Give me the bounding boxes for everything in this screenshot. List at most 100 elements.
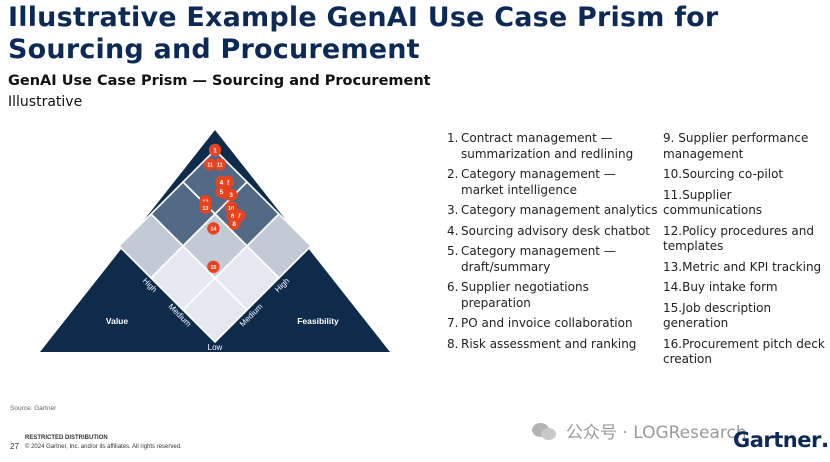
gartner-logo: Gartner.	[733, 428, 829, 453]
marker-label: 11	[217, 163, 223, 169]
list-item-label: Buy intake form	[682, 280, 778, 294]
marker-dot	[228, 217, 241, 230]
source-note: Source: Gartner	[10, 405, 57, 412]
prism-markers: 11111249351076812131415	[199, 143, 246, 273]
list-item-number: 16.	[663, 336, 683, 351]
restricted-label: RESTRICTED DISTRIBUTION	[25, 435, 108, 441]
use-case-marker: 13	[199, 201, 212, 214]
feasibility-axis-label: Feasibility	[297, 316, 339, 326]
gartner-logo-text: Gartner	[733, 428, 821, 452]
use-case-marker: 11	[213, 158, 226, 171]
list-item-number: 5.	[447, 244, 459, 258]
value-axis-label: Value	[106, 316, 128, 326]
list-item-text: 9. Supplier performance management	[663, 131, 830, 162]
list-item: 14.Buy intake form	[663, 280, 830, 296]
list-item-number: 3.	[447, 203, 459, 217]
list-item-number: 1.	[447, 131, 459, 145]
use-case-marker: 8	[228, 217, 241, 230]
prism-subtitle: GenAI Use Case Prism — Sourcing and Proc…	[8, 73, 431, 89]
list-item-number: 8.	[447, 336, 459, 351]
list-item: 16.Procurement pitch deck creation	[663, 337, 830, 368]
list-item-number: 15.	[663, 300, 683, 315]
list-item: 3.Category management analytics	[447, 203, 659, 219]
list-item: 1.Contract management — summarization an…	[447, 131, 659, 162]
marker-label: 13	[202, 206, 208, 212]
marker-label: 10	[228, 206, 234, 212]
use-case-list-right: 9. Supplier performance management 10.So…	[663, 131, 830, 373]
list-item-text: Supplier negotiations preparation	[461, 280, 589, 310]
list-item-label: Job description generation	[663, 300, 772, 331]
marker-label: 8	[232, 221, 236, 228]
list-item-label: Supplier communications	[663, 187, 763, 218]
marker-label: 6	[231, 213, 235, 220]
marker-dot	[207, 222, 220, 235]
list-item-number: 6.	[447, 280, 459, 294]
list-item-label: Metric and KPI tracking	[682, 259, 822, 274]
list-item: 9. Supplier performance management	[663, 131, 830, 162]
gartner-logo-dot: .	[820, 428, 829, 453]
marker-label: 4	[220, 179, 224, 186]
use-case-prism: 11111249351076812131415 Value Feasibilit…	[40, 130, 390, 352]
list-item-text: Category management analytics	[461, 203, 658, 217]
list-item-number: 2.	[447, 167, 459, 181]
use-case-marker: 3	[224, 188, 238, 201]
list-item-text: Category management — draft/summary	[461, 244, 616, 274]
marker-label: 2	[226, 179, 230, 186]
page-title: Illustrative Example GenAI Use Case Pris…	[8, 2, 719, 65]
marker-label: 15	[210, 265, 216, 271]
list-item-number: 9.	[663, 131, 679, 145]
marker-dot	[199, 201, 212, 214]
list-item: 13.Metric and KPI tracking	[663, 260, 830, 276]
list-item-text: 14.Buy intake form	[663, 280, 830, 296]
list-item: 5.Category management — draft/summary	[447, 244, 659, 275]
list-item-text: Category management — market intelligenc…	[461, 167, 616, 197]
list-item-label: Procurement pitch deck creation	[663, 336, 825, 367]
list-item: 2.Category management — market intellige…	[447, 167, 659, 198]
list-item-label: Supplier performance management	[663, 131, 809, 161]
list-item-number: 13.	[663, 259, 683, 274]
list-item-text: Contract management — summarization and …	[461, 131, 634, 161]
watermark-text: 公众号 · LOGResearch	[566, 423, 747, 443]
marker-label: 7	[237, 213, 241, 220]
list-item-number: 10.	[663, 167, 683, 181]
marker-label: 5	[220, 189, 224, 196]
list-item: 10.Sourcing co-pilot	[663, 167, 830, 183]
prism-grid	[117, 148, 313, 344]
list-item: 7.PO and invoice collaboration	[447, 316, 659, 332]
prism-cell	[181, 276, 249, 344]
use-case-marker: 14	[207, 222, 220, 235]
list-item-text: Sourcing advisory desk chatbot	[461, 223, 650, 238]
list-item: 15.Job description generation	[663, 301, 830, 332]
list-item: 8.Risk assessment and ranking	[447, 337, 659, 353]
list-item-text: 16.Procurement pitch deck creation	[663, 337, 830, 368]
bottom-tick-low: Low	[208, 343, 223, 352]
list-item-label: Sourcing co-pilot	[682, 167, 784, 181]
marker-label: 3	[229, 192, 233, 199]
list-item-text: 10.Sourcing co-pilot	[663, 167, 830, 183]
marker-dot	[213, 158, 226, 171]
list-item-number: 7.	[447, 316, 459, 330]
list-item-label: Policy procedures and templates	[663, 223, 814, 254]
page-number: 27	[10, 442, 19, 451]
marker-dot	[215, 185, 228, 198]
use-case-marker: 4	[215, 175, 228, 189]
list-item-text: Risk assessment and ranking	[461, 336, 637, 351]
wechat-icon	[532, 421, 558, 441]
use-case-list-left: 1.Contract management — summarization an…	[447, 131, 659, 357]
list-item-text: 11.Supplier communications	[663, 188, 830, 219]
list-item: 11.Supplier communications	[663, 188, 830, 219]
list-item-text: PO and invoice collaboration	[461, 316, 633, 330]
list-item: 6.Supplier negotiations preparation	[447, 280, 659, 311]
list-item: 4.Sourcing advisory desk chatbot	[447, 224, 659, 240]
list-item-number: 12.	[663, 223, 683, 238]
marker-label: 11	[207, 163, 213, 169]
marker-dot	[208, 143, 222, 157]
marker-label: 14	[210, 227, 217, 233]
marker-dot	[224, 188, 238, 201]
list-item-text: 15.Job description generation	[663, 301, 830, 332]
marker-dot	[215, 175, 228, 189]
list-item-number: 4.	[447, 223, 459, 238]
list-item-number: 11.	[663, 187, 683, 202]
use-case-marker: 11	[204, 158, 217, 171]
list-item-text: 13.Metric and KPI tracking	[663, 260, 830, 276]
